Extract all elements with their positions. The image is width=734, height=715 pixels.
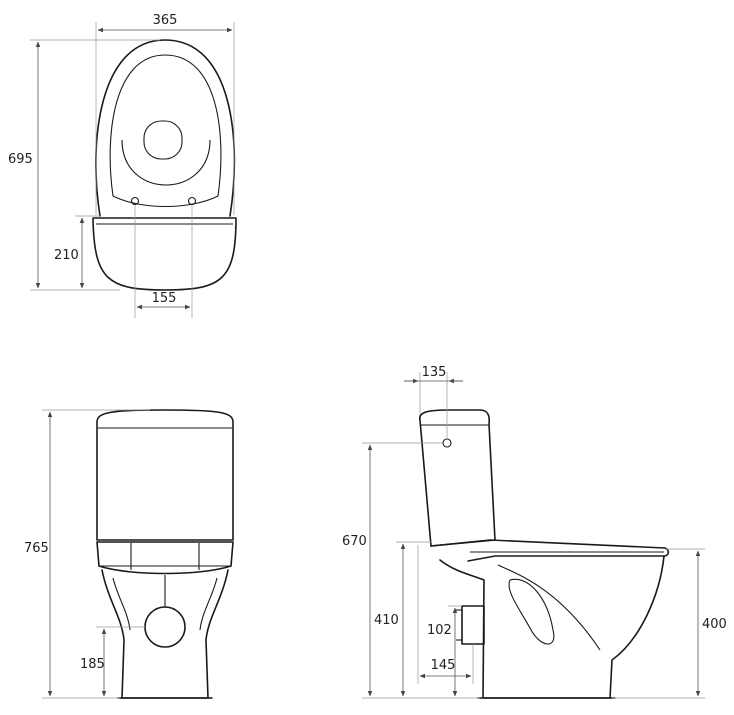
dim-side-seat: 400 — [702, 617, 727, 632]
side-seat — [430, 539, 670, 562]
side-inlet-hole — [442, 438, 452, 448]
top-rim-inner — [109, 54, 222, 207]
top-view: 365 695 210 155 — [8, 13, 237, 318]
top-bowl-outer — [95, 39, 236, 217]
front-view: 765 185 — [24, 409, 234, 699]
dim-side-total: 670 — [342, 534, 367, 549]
dim-side-outlet-off: 145 — [431, 658, 456, 673]
top-hinge-hole-right — [187, 196, 197, 206]
front-outlet-circle — [144, 606, 186, 648]
dim-side-inlet: 410 — [374, 613, 399, 628]
side-view: 135 670 410 102 145 400 — [342, 365, 727, 699]
dim-top-rear: 210 — [54, 248, 79, 263]
side-trap — [508, 578, 555, 645]
side-bowl — [439, 555, 665, 699]
dim-top-holes: 155 — [152, 291, 177, 306]
top-drain-hole — [143, 120, 183, 160]
dim-side-tank-depth: 135 — [422, 365, 447, 380]
dim-top-depth: 695 — [8, 152, 33, 167]
top-tank — [92, 217, 237, 291]
dim-front-height: 765 — [24, 541, 49, 556]
front-seat — [96, 541, 234, 575]
top-hinge-hole-left — [130, 196, 140, 206]
side-tank — [419, 409, 496, 547]
dim-top-width: 365 — [153, 13, 178, 28]
dim-front-outlet: 185 — [80, 657, 105, 672]
side-outlet-spigot — [461, 605, 485, 645]
top-inner-curve — [121, 139, 211, 186]
front-tank — [96, 409, 234, 541]
dim-side-outlet-h: 102 — [427, 623, 452, 638]
